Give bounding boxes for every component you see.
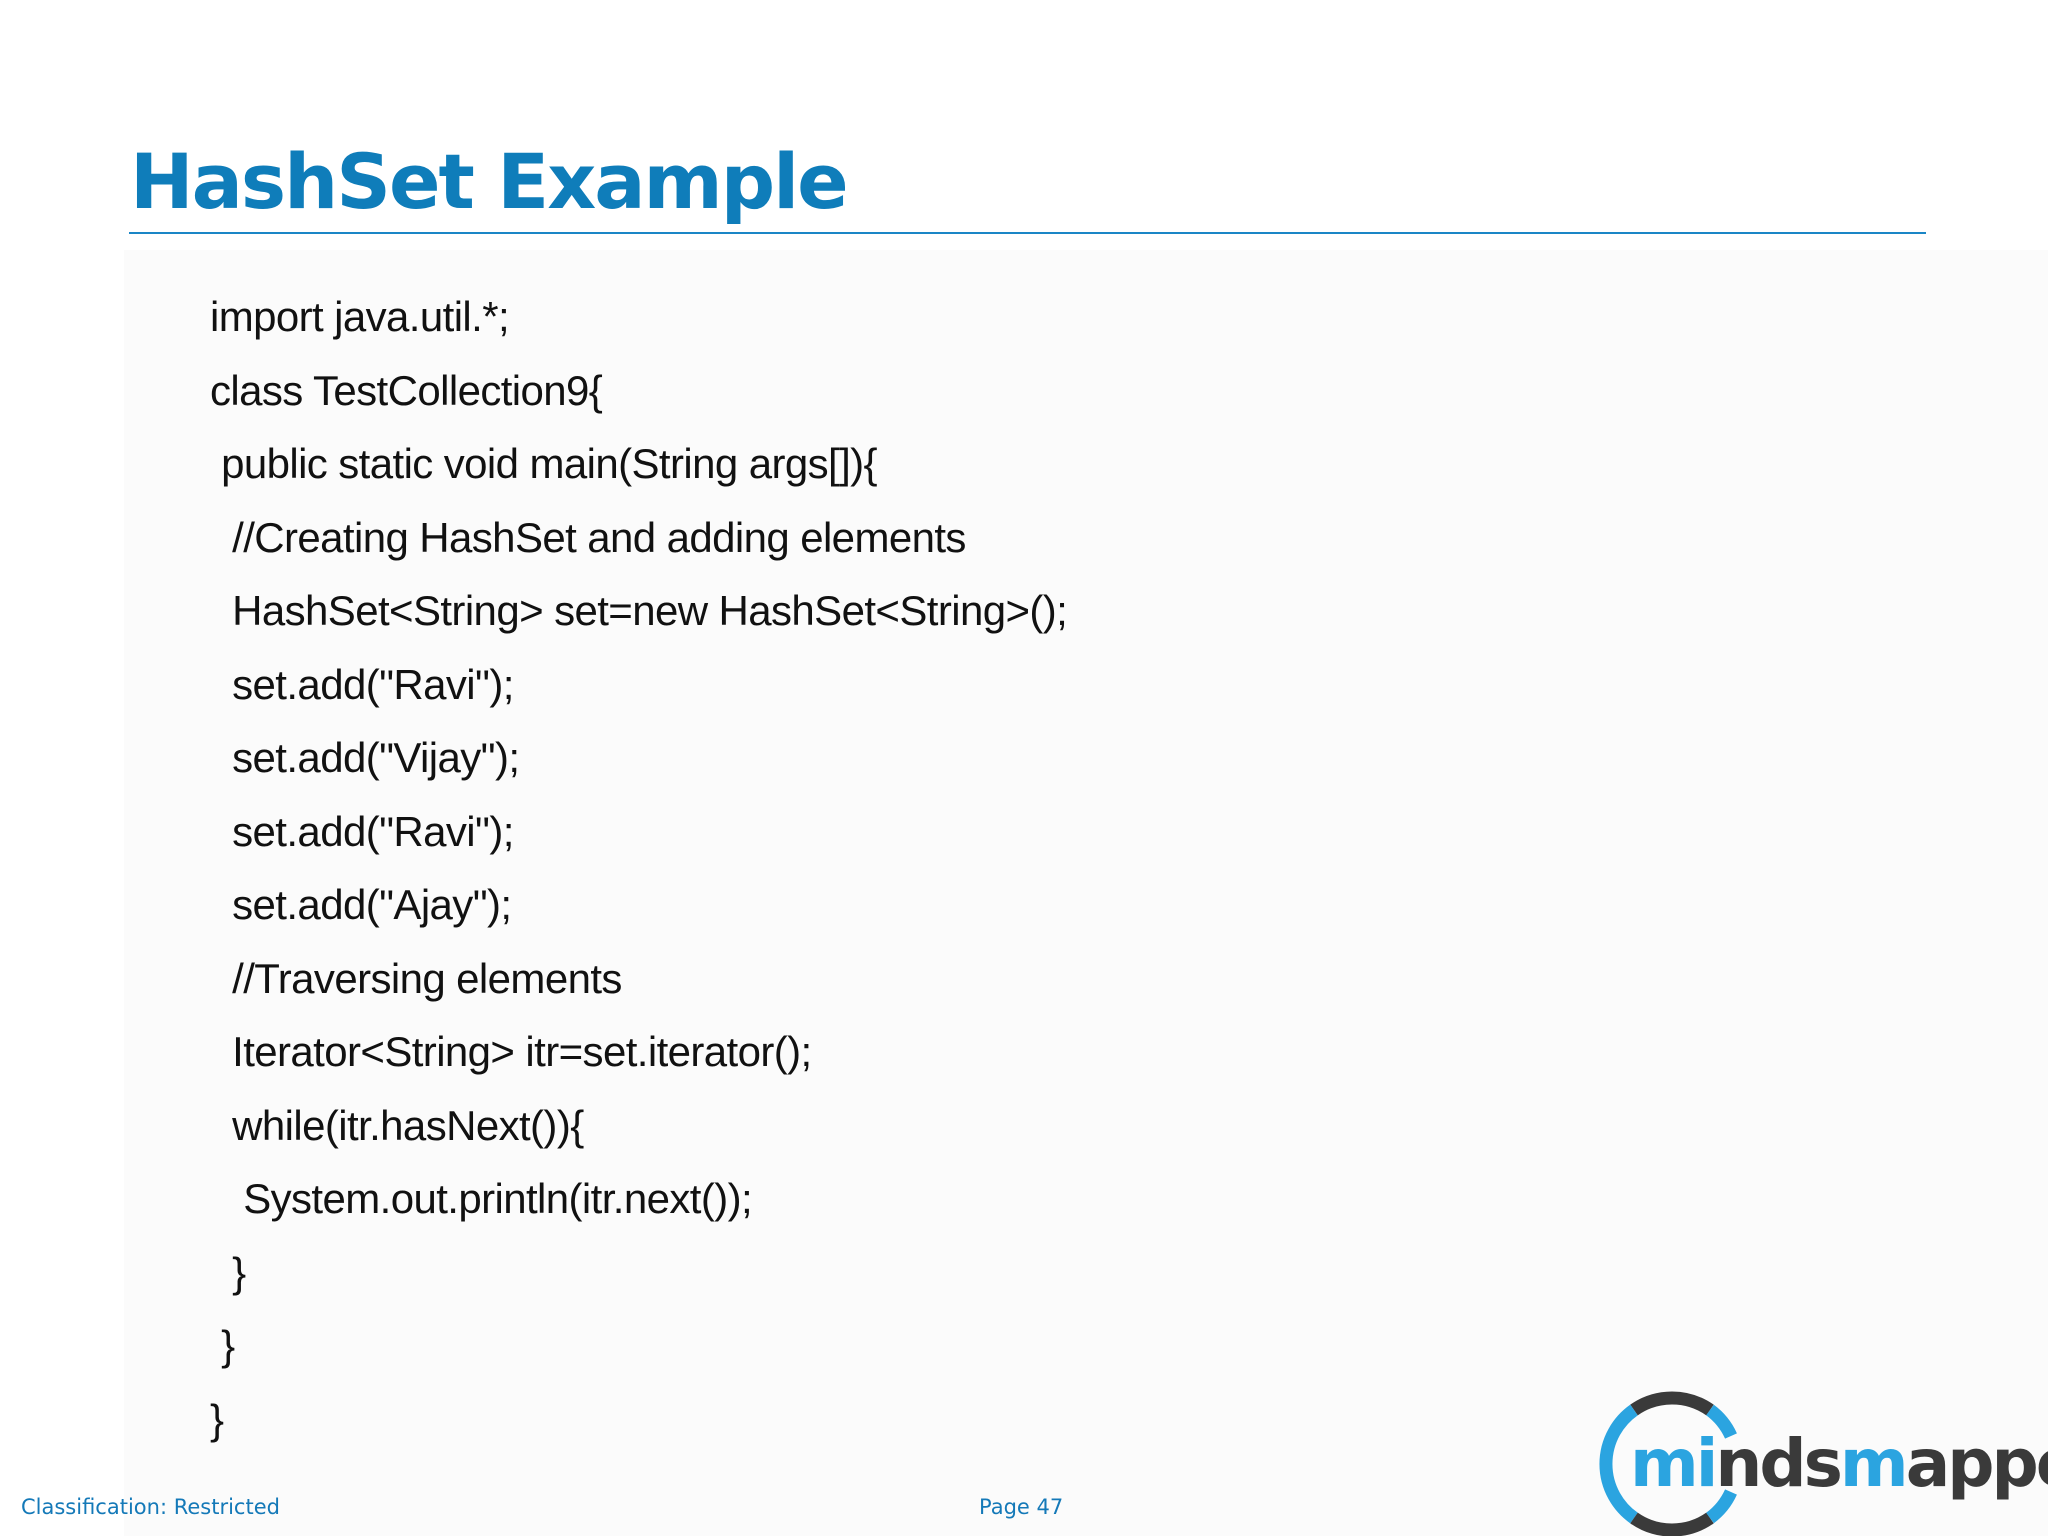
title-divider: [129, 232, 1926, 234]
page-number: Page 47: [979, 1495, 1064, 1519]
code-line: }: [210, 1322, 235, 1369]
ring-logo-icon: [1599, 1391, 1737, 1536]
mindsmapped-logo: mindsmapped: [1588, 1388, 2048, 1536]
code-line: System.out.println(itr.next());: [210, 1175, 753, 1222]
page-title: HashSet Example: [130, 137, 849, 226]
logo-wordmark: mindsmapped: [1630, 1424, 2048, 1504]
code-line: Iterator<String> itr=set.iterator();: [210, 1028, 812, 1075]
logo-text-m: m: [1839, 1425, 1909, 1502]
code-line: //Creating HashSet and adding elements: [210, 513, 966, 561]
logo-text-nds: nds: [1715, 1425, 1843, 1502]
code-line: while(itr.hasNext()){: [210, 1101, 584, 1149]
code-line: public static void main(String args[]){: [210, 440, 877, 487]
logo-text-apped: apped: [1905, 1425, 2048, 1502]
code-line: }: [210, 1395, 224, 1443]
code-line: set.add("Ravi");: [210, 660, 514, 708]
code-line: set.add("Vijay");: [210, 734, 520, 781]
code-line: //Traversing elements: [210, 954, 622, 1002]
code-line: class TestCollection9{: [210, 366, 603, 414]
slide-background: [124, 250, 2048, 1536]
classification-label: Classification: Restricted: [21, 1495, 280, 1519]
code-line: HashSet<String> set=new HashSet<String>(…: [210, 587, 1068, 634]
code-line: set.add("Ajay");: [210, 881, 512, 928]
code-line: import java.util.*;: [210, 293, 510, 340]
code-listing: import java.util.*; class TestCollection…: [210, 280, 1068, 1456]
code-line: set.add("Ravi");: [210, 807, 514, 855]
code-line: }: [210, 1248, 246, 1296]
logo-text-mi: mi: [1630, 1425, 1718, 1502]
